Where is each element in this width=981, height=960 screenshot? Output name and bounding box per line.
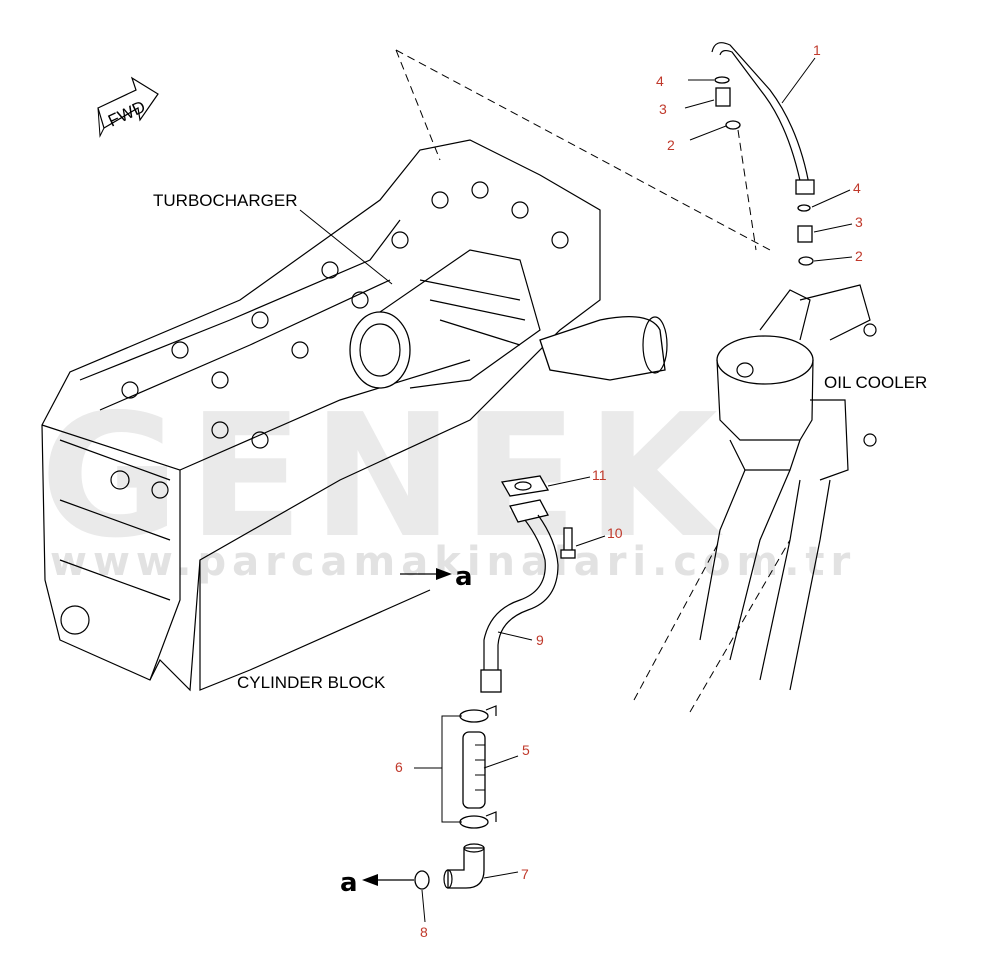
turbocharger-label: TURBOCHARGER: [153, 191, 298, 210]
bracket-6: [441, 715, 462, 823]
ref-a-upper-label: a: [455, 562, 473, 592]
leader-2-mid: [813, 256, 853, 262]
oil-cooler-label: OIL COOLER: [824, 373, 927, 392]
callout-3-top: 3: [659, 101, 667, 117]
part-5-hose: [462, 731, 486, 809]
fwd-arrow-icon: FWD: [97, 76, 159, 138]
callout-7: 7: [521, 866, 529, 882]
callout-8: 8: [420, 924, 428, 940]
leader-11: [547, 476, 591, 487]
callout-4-top: 4: [656, 73, 664, 89]
watermark-url: www.parcamakinalari.com.tr: [50, 539, 856, 585]
leader-10: [575, 535, 606, 547]
part-10-bolt: [560, 527, 576, 559]
part-11-gasket: [500, 475, 550, 497]
ref-a-lower-label: a: [340, 868, 358, 898]
callout-1: 1: [813, 42, 821, 58]
engine-assembly: [41, 139, 877, 692]
leader-3-mid: [813, 223, 853, 233]
callout-2-mid: 2: [855, 248, 863, 264]
leader-7: [483, 871, 519, 879]
turbocharger-body: [349, 249, 668, 389]
arrow-left-icon: [362, 874, 378, 886]
watermark-brand: GENEK: [40, 378, 726, 576]
callout-5: 5: [522, 742, 530, 758]
leader-9: [497, 631, 533, 641]
callout-3-mid: 3: [855, 214, 863, 230]
cylinder-block-label: CYLINDER BLOCK: [237, 673, 386, 692]
callout-4-mid: 4: [853, 180, 861, 196]
leader-4-mid: [811, 189, 851, 208]
leader-3-top: [684, 99, 715, 109]
callout-6: 6: [395, 759, 403, 775]
part-9-drain-tube: [480, 499, 559, 693]
callout-10: 10: [607, 525, 623, 541]
leader-2-top: [689, 125, 727, 141]
arrow-right-icon: [436, 568, 452, 580]
leader-8: [421, 889, 426, 923]
leader-1: [781, 57, 816, 104]
part-8-o-ring: [414, 870, 430, 890]
reference-a-upper: a: [400, 562, 473, 592]
part-7-elbow: [443, 843, 485, 889]
callout-11: 11: [592, 467, 607, 483]
projection-lines: [395, 49, 791, 713]
fitting-group-top: [714, 76, 741, 130]
cylinder-head-bolts: [121, 181, 569, 449]
oil-cooler-housing: [699, 284, 877, 691]
part-6-hose-clamps: [459, 705, 497, 829]
callout-2-top: 2: [667, 137, 675, 153]
part-1-oil-tube: [711, 42, 815, 195]
turbocharger-leader: [299, 209, 393, 285]
leader-5: [483, 755, 519, 769]
reference-a-lower: a: [340, 868, 414, 898]
fitting-group-mid: [797, 204, 814, 266]
callout-9: 9: [536, 632, 544, 648]
